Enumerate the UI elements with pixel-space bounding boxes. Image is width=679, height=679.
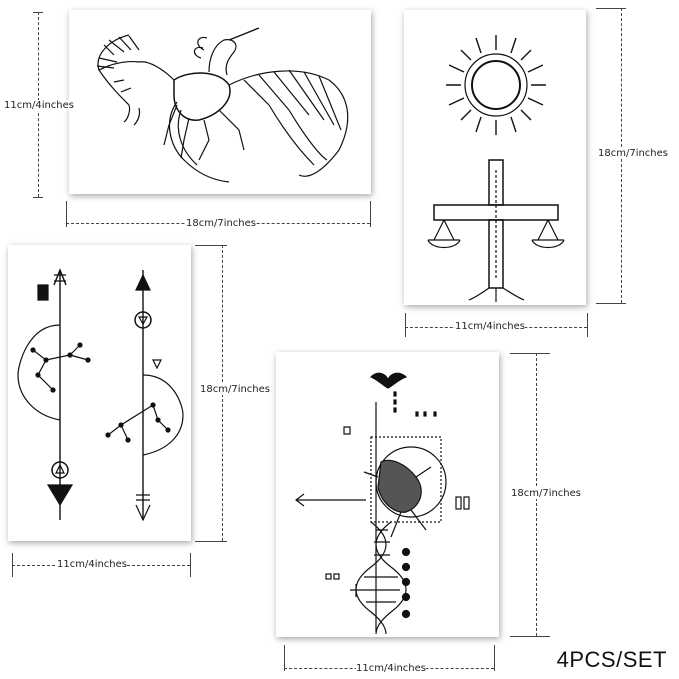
tattoo-card-pegasus <box>69 10 371 194</box>
set-count-label: 4PCS/SET <box>556 647 667 672</box>
arrows-height-tick-top <box>195 245 227 246</box>
pegasus-width-tick-right <box>370 201 371 227</box>
sun-cross-height-tick-bottom <box>596 303 626 304</box>
sun-cross-width-tick-right <box>587 313 588 337</box>
pegasus-height-label: 11cm/4inches <box>4 100 75 111</box>
sun-cross-height-label: 18cm/7inches <box>598 148 669 159</box>
sun-cross-width-tick-left <box>405 313 406 337</box>
arrows-height-label: 18cm/7inches <box>200 384 271 395</box>
sun-cross-height-tick-top <box>596 8 626 9</box>
dna-man-height-label: 18cm/7inches <box>511 488 582 499</box>
dna-man-height-tick-bottom <box>510 636 550 637</box>
arrows-width-tick-right <box>190 553 191 577</box>
pegasus-height-tick-bottom <box>33 197 43 198</box>
pegasus-height-tick-top <box>33 12 43 13</box>
pegasus-width-label: 18cm/7inches <box>186 218 257 229</box>
sun-cross-illustration <box>427 35 565 302</box>
dna-man-width-label: 11cm/4inches <box>356 663 427 674</box>
sun-cross-width-label: 11cm/4inches <box>455 321 526 332</box>
tattoo-card-sun-cross <box>404 10 586 305</box>
dna-man-width-tick-left <box>284 645 285 671</box>
tattoo-card-dna-man <box>276 352 499 637</box>
pegasus-width-tick-left <box>66 201 67 227</box>
dna-man-illustration <box>295 372 470 635</box>
pegasus-illustration <box>96 27 349 183</box>
dna-man-height-tick-top <box>510 353 550 354</box>
arrows-width-tick-left <box>12 553 13 577</box>
arrows-width-label: 11cm/4inches <box>57 559 128 570</box>
arrows-illustration <box>17 268 184 522</box>
dna-man-width-tick-right <box>494 645 495 671</box>
arrows-height-tick-bottom <box>195 541 227 542</box>
tattoo-card-arrows <box>8 245 191 541</box>
